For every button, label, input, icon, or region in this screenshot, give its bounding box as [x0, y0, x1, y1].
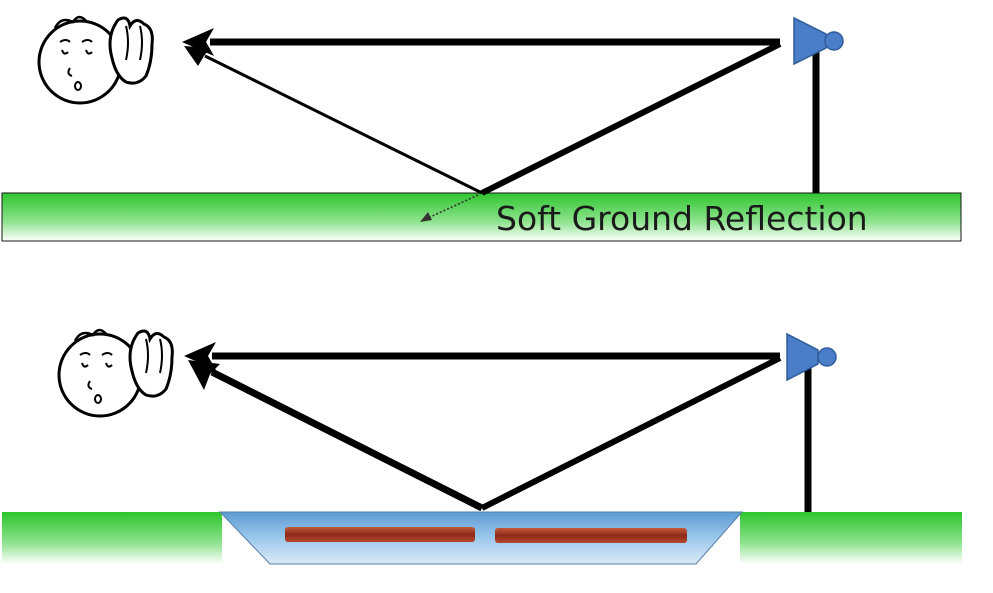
ice-sheet-right	[495, 528, 687, 543]
ground-left	[2, 512, 222, 564]
loudspeaker-icon	[786, 332, 837, 382]
cupped-hand-icon	[108, 16, 154, 85]
absorbed-ray	[427, 194, 479, 219]
panel-top: Soft Ground Reflection	[1, 15, 962, 242]
absorbed-ray-arrowhead	[420, 212, 432, 222]
reflected-ray-bottom-arrowhead	[188, 360, 220, 390]
incident-ray-bottom	[480, 355, 782, 511]
reflected-ray-bottom	[210, 368, 484, 512]
cupped-hand-icon	[128, 329, 174, 398]
soft-ground-strip	[1, 192, 962, 242]
listener-face-icon	[37, 15, 123, 105]
ground-label: Soft Ground Reflection	[496, 199, 868, 238]
ice-sheet-left	[285, 527, 475, 542]
water-basin	[218, 511, 744, 565]
reflected-ray-arrowhead	[184, 46, 210, 66]
panel-bottom	[2, 328, 962, 565]
ground-right	[740, 512, 962, 564]
loudspeaker-icon	[793, 16, 844, 66]
incident-ray	[480, 41, 782, 196]
listener-face-icon	[57, 328, 143, 418]
reflected-ray	[204, 54, 483, 195]
